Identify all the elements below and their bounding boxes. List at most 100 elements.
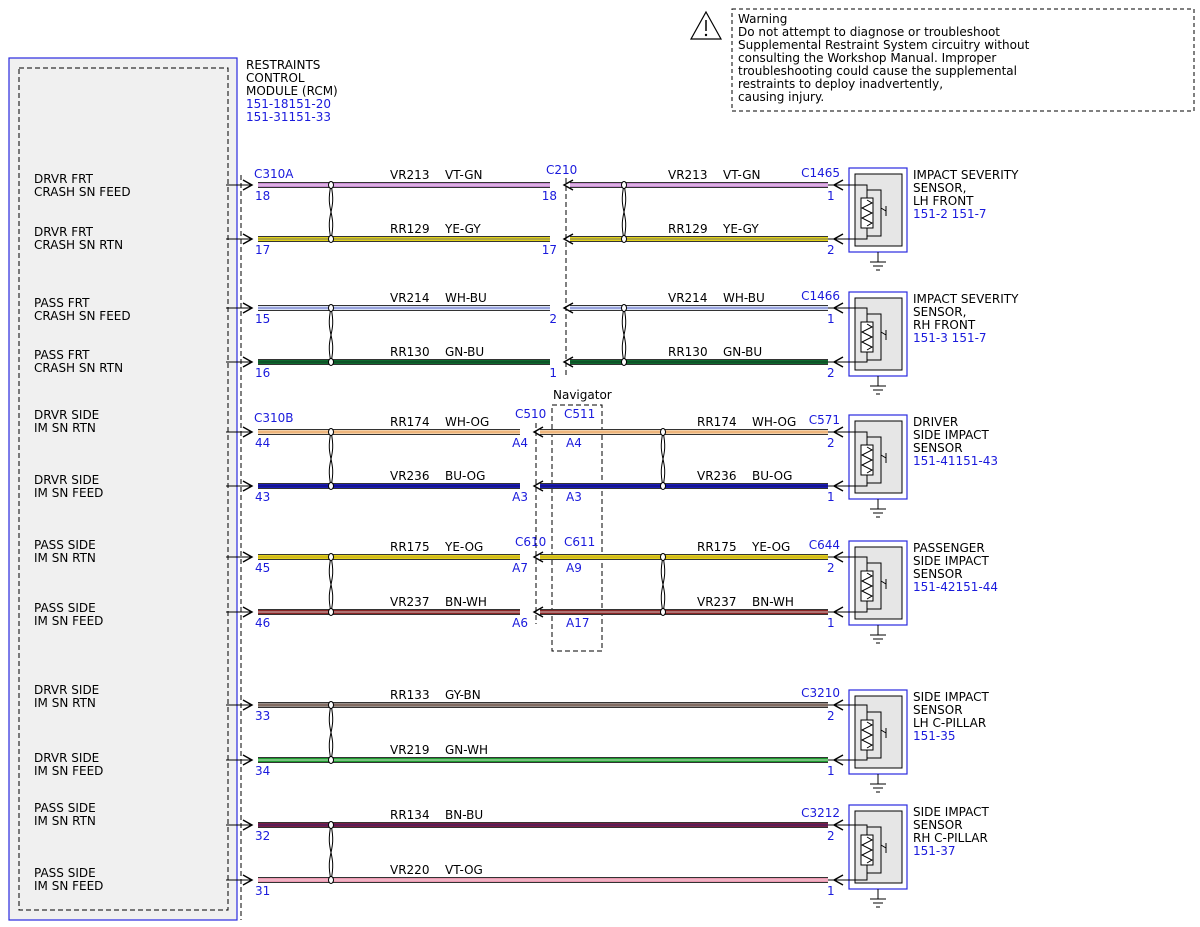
connector-c1466[interactable]: C1466 — [801, 289, 840, 303]
signal-label-10b: IM SN FEED — [34, 764, 103, 778]
signal-label-6b: IM SN FEED — [34, 486, 103, 500]
sensor-ref[interactable]: 151-37 — [913, 844, 956, 858]
wire-circuit-left: RR174 — [390, 415, 430, 429]
connector-c644[interactable]: C644 — [809, 538, 840, 552]
warning-icon — [689, 10, 723, 40]
wire-color-left: VT-OG — [445, 863, 483, 877]
wire-color-right: WH-OG — [752, 415, 796, 429]
signal-label-5a: DRVR SIDE — [34, 408, 99, 422]
signal-label-4a: PASS FRT — [34, 348, 90, 362]
rcm-inner-dashed-box — [18, 67, 229, 911]
rcm-ref-2[interactable]: 151-31151-33 — [246, 110, 331, 124]
connector-c3212[interactable]: C3212 — [801, 806, 840, 820]
pin-sensor: 1 — [827, 884, 835, 898]
pin-sensor: 2 — [827, 366, 835, 380]
pin-sensor: 1 — [827, 490, 835, 504]
pin-sensor: 2 — [827, 436, 835, 450]
sensor-name-line-1: SIDE IMPACT — [913, 805, 990, 819]
wire-circuit-left: RR130 — [390, 345, 430, 359]
connector-c510[interactable]: C510 — [515, 407, 546, 421]
wire-color-left: BN-WH — [445, 595, 487, 609]
connector-c310a[interactable]: C310A — [254, 167, 294, 181]
pin-rcm: 43 — [255, 490, 270, 504]
warning-box — [731, 8, 1195, 112]
sensor-name-line-3: LH FRONT — [913, 194, 974, 208]
connector-c571[interactable]: C571 — [809, 413, 840, 427]
connector-c610[interactable]: C610 — [515, 535, 546, 549]
connector-c511[interactable]: C511 — [564, 407, 595, 421]
pin-sensor: 2 — [827, 829, 835, 843]
sensor-name-line-3: SENSOR — [913, 567, 963, 581]
pin-inline-right: A17 — [566, 616, 589, 630]
sensor-ref[interactable]: 151-3 151-7 — [913, 331, 987, 345]
twisted-pair-marker — [328, 701, 334, 764]
sensor-ref[interactable]: 151-2 151-7 — [913, 207, 987, 221]
wire-color-left: BU-OG — [445, 469, 485, 483]
wire-circuit-left: VR236 — [390, 469, 429, 483]
pin-inline-right: A4 — [566, 436, 582, 450]
sensor-name-line-2: SIDE IMPACT — [913, 428, 990, 442]
rcm-name-line-3: MODULE (RCM) — [246, 84, 338, 98]
wire-circuit-left: RR134 — [390, 808, 430, 822]
twisted-pair-marker — [328, 821, 334, 884]
signal-label-1a: DRVR FRT — [34, 172, 94, 186]
pin-sensor: 2 — [827, 709, 835, 723]
inline-connectors: Navigator C210 C510 C511 C610 C611 — [515, 163, 612, 652]
connector-c210[interactable]: C210 — [546, 163, 577, 177]
pin-sensor: 2 — [827, 243, 835, 257]
connector-c310b[interactable]: C310B — [254, 411, 294, 425]
sensor-name-line-3: RH FRONT — [913, 318, 976, 332]
signal-label-10a: DRVR SIDE — [34, 751, 99, 765]
wire-color-left: WH-OG — [445, 415, 489, 429]
wire-circuit-left: RR129 — [390, 222, 430, 236]
rcm-ref-1[interactable]: 151-18151-20 — [246, 97, 331, 111]
pin-rcm: 32 — [255, 829, 270, 843]
wire-color-left: GN-BU — [445, 345, 484, 359]
wire-color-left: GN-WH — [445, 743, 488, 757]
sensor-name-line-3: RH C-PILLAR — [913, 831, 988, 845]
warning-line-3: consulting the Workshop Manual. Improper — [738, 51, 996, 65]
sensor-name-line-2: SIDE IMPACT — [913, 554, 990, 568]
wire-circuit-left: VR213 — [390, 168, 429, 182]
sensor-ref[interactable]: 151-35 — [913, 729, 956, 743]
wire-color-right: YE-GY — [722, 222, 759, 236]
wire-color-right: YE-OG — [751, 540, 790, 554]
sensor-name-line-1: SIDE IMPACT — [913, 690, 990, 704]
pin-rcm: 17 — [255, 243, 270, 257]
signal-label-8a: PASS SIDE — [34, 601, 96, 615]
sensor-ref[interactable]: 151-41151-43 — [913, 454, 998, 468]
sensor-ref[interactable]: 151-42151-44 — [913, 580, 998, 594]
wire-color-left: GY-BN — [445, 688, 481, 702]
signal-label-8b: IM SN FEED — [34, 614, 103, 628]
signal-label-2b: CRASH SN RTN — [34, 238, 123, 252]
pin-inline-left: A4 — [512, 436, 528, 450]
pin-inline-left: 17 — [542, 243, 557, 257]
pin-sensor: 1 — [827, 189, 835, 203]
connector-c611[interactable]: C611 — [564, 535, 595, 549]
pin-rcm: 16 — [255, 366, 270, 380]
connector-c3210[interactable]: C3210 — [801, 686, 840, 700]
signal-label-11a: PASS SIDE — [34, 801, 96, 815]
navigator-label: Navigator — [553, 388, 612, 402]
pin-rcm: 34 — [255, 764, 270, 778]
connector-c1465[interactable]: C1465 — [801, 166, 840, 180]
